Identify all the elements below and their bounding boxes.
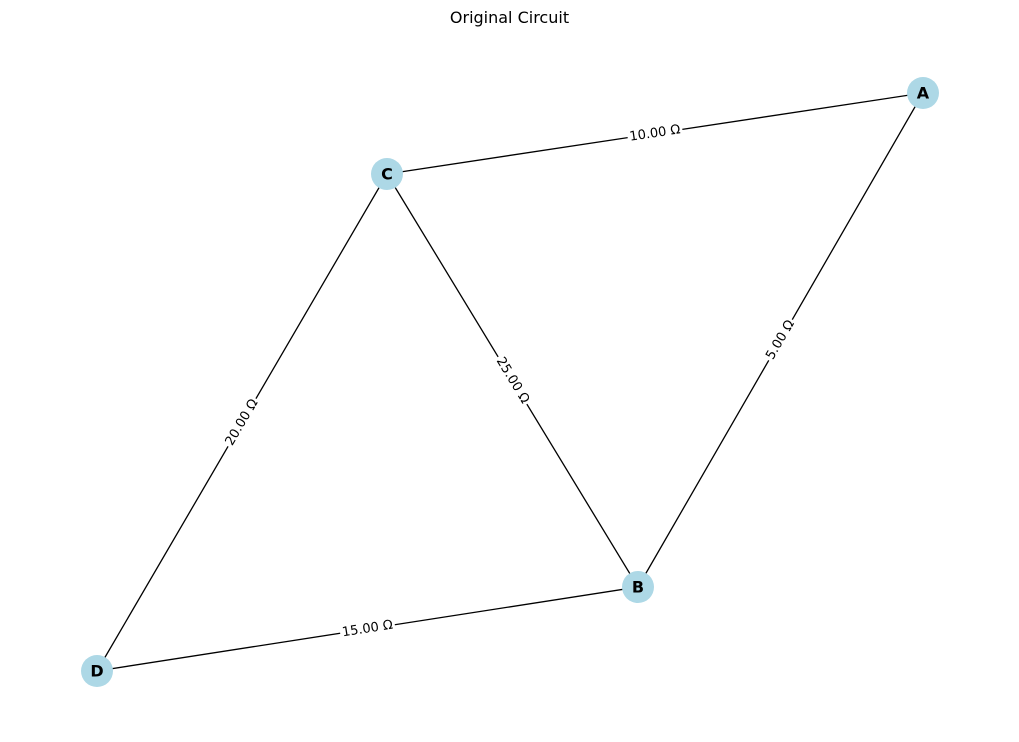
- edge-label-background: [761, 315, 800, 365]
- node-d: D: [81, 655, 113, 687]
- diagram-title: Original Circuit: [449, 8, 570, 27]
- edge-resistance-label: 25.00 Ω: [493, 355, 532, 407]
- edge-label-c-b: 25.00 Ω: [491, 352, 534, 409]
- node-circle: [907, 77, 939, 109]
- nodes-layer: A B C D: [81, 77, 939, 687]
- edge-label-background: [338, 616, 397, 642]
- edge-label-d-b: 15.00 Ω: [338, 616, 397, 642]
- node-c: C: [371, 158, 403, 190]
- edge-label-c-d: 20.00 Ω: [221, 394, 263, 451]
- edge-label-a-b: 5.00 Ω: [761, 315, 800, 365]
- node-circle: [622, 571, 654, 603]
- edge-label-background: [626, 121, 684, 146]
- node-label: D: [90, 662, 103, 681]
- edge-label-background: [221, 394, 263, 451]
- node-circle: [371, 158, 403, 190]
- node-circle: [81, 655, 113, 687]
- node-b: B: [622, 571, 654, 603]
- node-a: A: [907, 77, 939, 109]
- edges-layer: 10.00 Ω 5.00 Ω 25.00 Ω 20.00 Ω 15.00 Ω: [96, 92, 924, 672]
- edge-label-c-a: 10.00 Ω: [626, 121, 684, 146]
- node-label: A: [917, 84, 930, 103]
- node-label: B: [632, 578, 644, 597]
- edge-label-background: [491, 352, 534, 409]
- node-label: C: [381, 165, 393, 184]
- edge-resistance-label: 20.00 Ω: [223, 397, 262, 449]
